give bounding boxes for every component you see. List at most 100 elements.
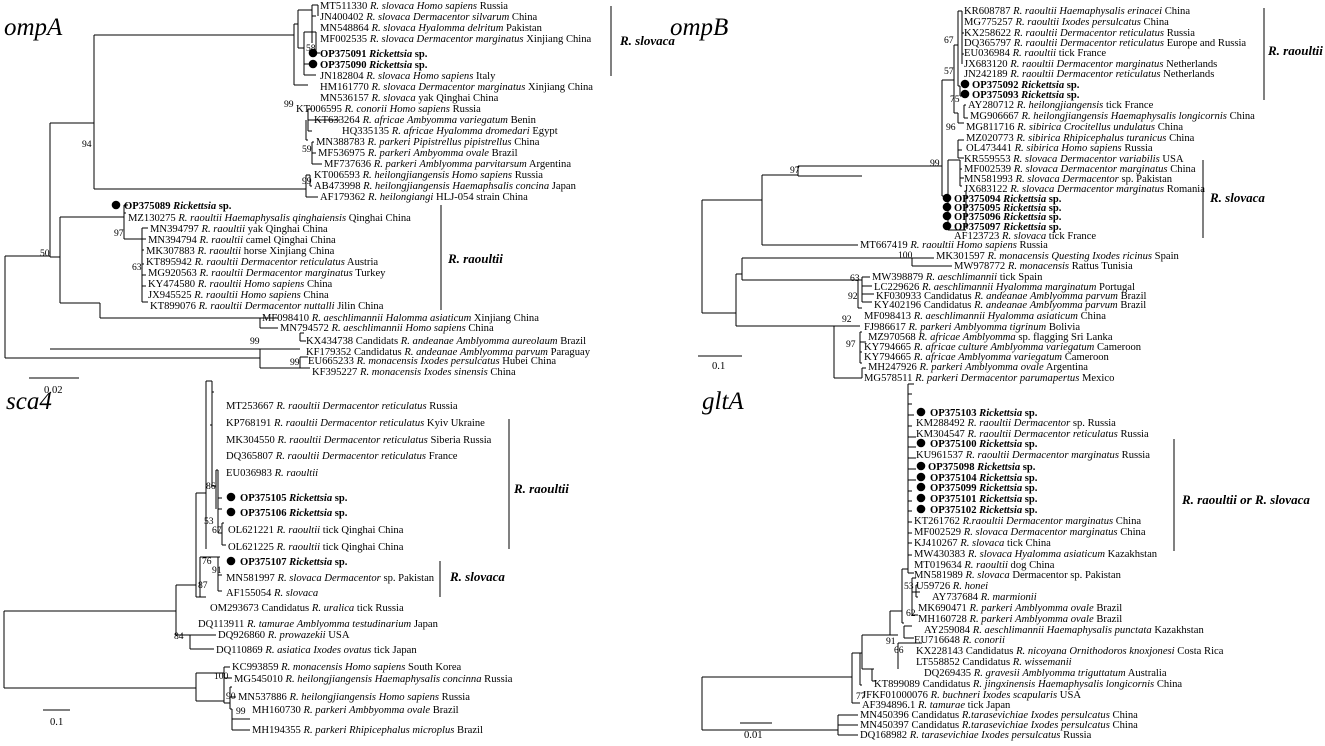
taxon-label: MZ020773 R. sibirica Rhipicephalus turan…: [966, 133, 1195, 144]
taxon-label-study: OP375103 Rickettsia sp.: [930, 408, 1038, 419]
taxon-label: AY737684 R. marmionii: [932, 592, 1037, 603]
taxon-label: KM288492 R. raoultii Dermacentor sp. Rus…: [916, 418, 1116, 429]
bootstrap-value: 91: [886, 636, 896, 647]
taxon-label: MF002535 R. slovaca Dermacentor marginat…: [320, 34, 592, 45]
taxon-label: MG920563 R. raoultii Dermacentor margina…: [148, 268, 386, 279]
bootstrap-value: 97: [790, 165, 800, 176]
taxon-label: DQ365807 R. raoultii Dermacentor reticul…: [226, 451, 458, 462]
taxon-label: MF098413 R. aeschlimannii Hyalomma asiat…: [864, 311, 1106, 322]
taxon-label-study: OP375093 Rickettsia sp.: [972, 90, 1080, 101]
taxon-label: FJ986617 R. parkeri Amblyomma tigrinum B…: [864, 322, 1080, 333]
taxon-label-study: OP375098 Rickettsia sp.: [928, 462, 1036, 473]
bootstrap-value: 63: [850, 273, 860, 284]
taxon-label: MK304550 R. raoultii Dermacentor reticul…: [226, 435, 492, 446]
panel-ompA: ompA: [0, 0, 675, 396]
bootstrap-value: 62: [906, 608, 916, 619]
taxon-label: MF002539 R. slovaca Dermacentor marginat…: [964, 164, 1196, 175]
taxon-label: LT558852 Candidatus R. wissemanii: [916, 657, 1072, 668]
bootstrap-value: 67: [944, 35, 954, 46]
taxon-label: DQ168982 R. tarasevichiae Ixodes persulc…: [860, 730, 1092, 741]
taxon-label: MN394794 R. raoultii camel Qinghai China: [148, 235, 336, 246]
panel-sca4: sca4 MT253667 R. raoultii Dermacentor re…: [0, 373, 662, 746]
bootstrap-value: 99: [290, 357, 300, 368]
taxon-label-study: OP375089 Rickettsia sp.: [124, 201, 232, 212]
taxon-label-study: OP375100 Rickettsia sp.: [930, 439, 1038, 450]
scale-bar-label: 0.01: [744, 730, 763, 741]
taxon-label: KT899089 Candidatus R. jingxinensis Haem…: [874, 679, 1182, 690]
taxon-label: MH160728 R. parkeri Amblyomma ovale Braz…: [918, 614, 1122, 625]
bootstrap-value: 53: [204, 516, 214, 527]
clade-label: R. raoultii: [1267, 43, 1323, 58]
bootstrap-value: 92: [842, 314, 852, 325]
taxon-label: MH160730 R. parkeri Ambbyomma ovale Braz…: [252, 705, 459, 716]
taxon-label: MN581997 R. slovaca Dermacentor sp. Paki…: [226, 573, 435, 584]
clade-label: R. raoultii: [513, 481, 569, 496]
taxon-label: AF179362 R. heilongiangi HLJ-054 strain …: [320, 192, 528, 203]
taxon-label: JN242189 R. raoultii Dermacentor reticul…: [964, 69, 1214, 80]
panel-title: sca4: [6, 388, 52, 415]
scale-bar-label: 0.1: [50, 717, 63, 728]
taxon-label-study: OP375094 Rickettsia sp.: [954, 194, 1062, 205]
taxon-label: MN581993 R. slovaca Dermacentor sp. Paki…: [964, 174, 1173, 185]
taxon-label: KU961537 R. raoultii Dermacentor margina…: [916, 450, 1150, 461]
taxon-label: KY402196 Candidatus R. andeanae Amblyomm…: [874, 300, 1146, 311]
taxon-label: MN450396 Candidatus R.tarasevichiae Ixod…: [860, 710, 1138, 721]
taxon-label: HM161770 R. slovaca Dermacentor marginat…: [320, 82, 593, 93]
panel-title: ompA: [4, 14, 63, 41]
panel-ompB: ompB KR608787 R.: [662, 0, 1325, 384]
taxon-label: JX683120 R. raoultii Dermacentor margina…: [964, 59, 1217, 70]
gltA-tree: gltA OP375103 Rickettsia sp. KM288492 R.…: [701, 383, 1310, 741]
taxon-label-study: OP375090 Rickettsia sp.: [320, 60, 428, 71]
taxon-label: MZ970568 R. africae Amblyomma sp. flaggi…: [868, 332, 1113, 343]
taxon-label: MN548864 R. slovaca Hyalomma delritum Pa…: [320, 23, 543, 34]
taxon-label: MK301597 R. monacensis Questing Ixodes r…: [936, 251, 1180, 262]
panel-title: gltA: [702, 388, 744, 415]
bootstrap-value: 63: [132, 262, 142, 273]
bootstrap-value: 84: [174, 631, 184, 642]
taxon-label: MW978772 R. monacensis Rattus Tunisia: [954, 261, 1133, 272]
ompA-branches: [4, 4, 612, 379]
scale-bar-label: 0.02: [44, 385, 63, 396]
clade-label: R. raoultii: [447, 251, 503, 266]
taxon-label-study: OP375092 Rickettsia sp.: [972, 80, 1080, 91]
taxon-label-study: OP375105 Rickettsia sp.: [240, 493, 348, 504]
bootstrap-value: 90: [226, 691, 236, 702]
bootstrap-value: 50: [40, 248, 50, 259]
taxon-label: MN794572 R. aeschlimannii Homo sapiens C…: [280, 323, 494, 334]
taxon-label: MF737636 R. parkeri Amblyomma parvitarsu…: [324, 159, 571, 170]
ompA-study-markers: [111, 48, 318, 210]
bootstrap-value: 99: [236, 706, 246, 717]
taxon-label: AY259084 R. aeschlimannii Haemaphysalis …: [924, 625, 1204, 636]
sca4-tree: sca4 MT253667 R. raoultii Dermacentor re…: [3, 380, 569, 736]
bootstrap-value: 91: [212, 565, 222, 576]
taxon-label: MT019634 R. raoultii dog China: [914, 560, 1055, 571]
taxon-label: OL473441 R. sibirica Homo sapiens Russia: [966, 143, 1153, 154]
taxon-label: MT253667 R. raoultii Dermacentor reticul…: [226, 401, 458, 412]
bootstrap-value: 67: [212, 525, 222, 536]
taxon-label: KF395227 R. monacensis Ixodes sinensis C…: [312, 367, 516, 378]
gltA-branches: [701, 383, 1175, 736]
taxon-label: KC993859 R. monacensis Homo sapiens Sout…: [232, 662, 462, 673]
bootstrap-value: 99: [930, 158, 940, 169]
taxon-label: MN536157 R. slovaca yak Qinghai China: [320, 93, 499, 104]
gltA-study-markers: [916, 407, 926, 514]
taxon-label: LC229626 R. aeschlimannii Hyalomma margi…: [874, 282, 1135, 293]
taxon-label: MT667419 R. raoultii Homo sapiens Russia: [860, 240, 1048, 251]
bootstrap-value: 53: [904, 581, 914, 592]
taxon-label: DQ269435 R. gravesii Amblyomma triguttat…: [924, 668, 1167, 679]
bootstrap-value: 100: [214, 671, 229, 682]
bootstrap-value: 59: [302, 144, 312, 155]
taxon-label-study: OP375104 Rickettsia sp.: [930, 473, 1038, 484]
taxon-label: KX258622 R. raoultii Dermacentor reticul…: [964, 28, 1195, 39]
bootstrap-value: 100: [898, 250, 913, 261]
taxon-label: KM304547 R. raoultii Dermacentor reticul…: [916, 429, 1149, 440]
taxon-label: KY794665 R. africae Amblyomma variegatum…: [864, 352, 1110, 363]
taxon-label: JX945525 R. raoultii Homo sapiens China: [148, 290, 329, 301]
taxon-label: KY474580 R. raoultii Homo sapiens China: [148, 279, 333, 290]
panel-gltA: gltA OP375103 Rickettsia sp. KM288492 R.…: [662, 373, 1325, 746]
taxon-label: KX434738 Candidats R. andeanae Amblyomma…: [306, 336, 586, 347]
taxon-label: MH194355 R. parkeri Rhipicephalus microp…: [252, 725, 483, 736]
taxon-label: MT511330 R. slovaca Homo sapiens Russia: [320, 1, 508, 12]
bootstrap-value: 75: [950, 94, 960, 105]
scale-bar-label: 0.1: [712, 361, 725, 372]
